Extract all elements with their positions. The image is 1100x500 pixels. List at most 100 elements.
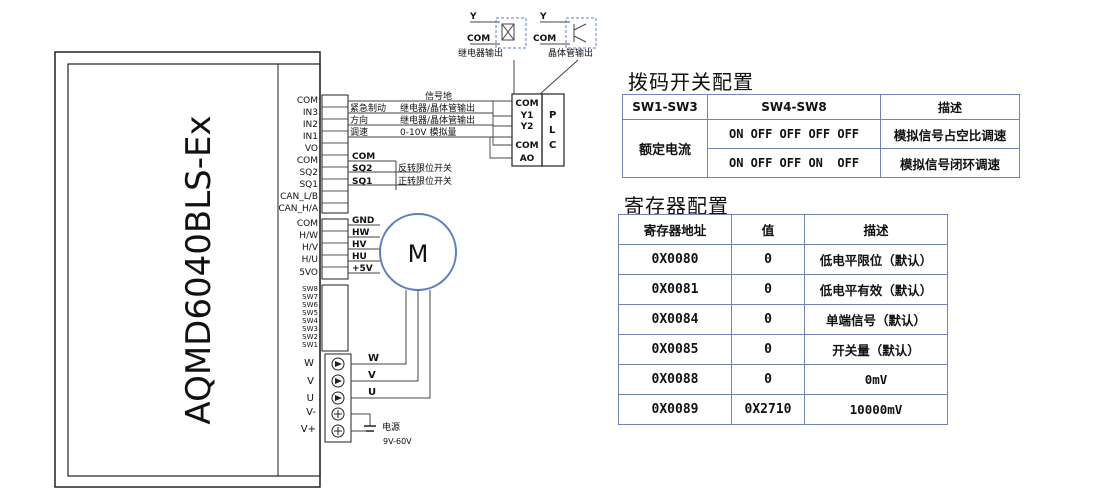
dip-row: 额定电流 ON OFF OFF OFF OFF 模拟信号占空比调速: [622, 119, 1020, 178]
pin-label: 5VO: [299, 268, 318, 278]
pin-label: SW5: [302, 309, 318, 317]
signal-ground-label: 信号地: [425, 90, 452, 102]
power-label: 电源: [382, 421, 400, 433]
power-range: 9V-60V: [383, 437, 412, 446]
hall-lines: GND HW HV HU +5V: [348, 216, 380, 274]
register-row: 0X0084 0 单端信号（默认）: [618, 304, 948, 335]
register-value: 0: [731, 364, 805, 395]
pin-label: SW3: [302, 325, 318, 333]
dip-header: 描述: [880, 94, 1020, 120]
register-addr: 0X0080: [618, 244, 732, 275]
motor: M: [379, 213, 457, 291]
register-desc: 单端信号（默认）: [804, 304, 948, 335]
register-desc: 低电平限位（默认）: [804, 244, 948, 275]
pin-label: VO: [305, 144, 318, 154]
pin-label: COM: [297, 156, 318, 166]
pin-label: CAN_L/B: [280, 192, 318, 202]
dip-row: ON OFF OFF ON OFF 模拟信号闭环调速: [623, 148, 1020, 178]
dip-sw-value: ON OFF OFF ON OFF: [707, 148, 881, 178]
limit-sq2-label: SQ2: [352, 164, 372, 174]
pin-connector-strip: [321, 94, 349, 352]
pin-label: W: [304, 358, 314, 369]
register-header: 描述: [804, 214, 948, 245]
plc-signal-lines: [348, 100, 512, 159]
pin-label: SQ1: [299, 180, 318, 190]
register-addr: 0X0081: [618, 274, 732, 305]
driver-model: AQMD6040BLS-Ex: [179, 115, 219, 424]
pin-label: H/V: [302, 243, 319, 253]
register-row: 0X0085 0 开关量（默认）: [618, 334, 948, 365]
dip-sw-value: ON OFF OFF OFF OFF: [707, 119, 881, 149]
register-value: 0: [731, 334, 805, 365]
phase-label: W: [368, 353, 379, 364]
phase-label: V: [368, 370, 376, 381]
register-value: 0: [731, 244, 805, 275]
register-addr: 0X0085: [618, 334, 732, 365]
plc-terminal: Y2: [520, 122, 534, 132]
register-value: 0X2710: [731, 394, 805, 425]
register-row: 0X0088 0 0mV: [618, 364, 948, 395]
plc-terminal: AO: [520, 154, 535, 164]
register-desc: 开关量（默认）: [804, 334, 948, 365]
driver-pins-top: COM IN3 IN2 IN1 VO COM SQ2 SQ1 CAN_L/B C…: [278, 96, 318, 214]
pin-label: V+: [301, 424, 316, 435]
pin-label: SW4: [302, 317, 318, 325]
pin-label: V: [307, 376, 314, 387]
transistor-output-sample: Y COM 晶体管输出: [533, 12, 597, 95]
plc-terminal: COM: [515, 99, 538, 109]
relay-output-label: 继电器输出: [458, 47, 503, 59]
plc-terminal: Y1: [520, 111, 534, 121]
screw-terminals: [324, 353, 352, 443]
pin-label: SW8: [302, 285, 318, 293]
register-desc: 低电平有效（默认）: [804, 274, 948, 305]
hall-label: +5V: [352, 264, 373, 274]
pin-label: V-: [306, 407, 316, 418]
pin-label: IN2: [303, 120, 318, 130]
relay-com-label: COM: [467, 34, 490, 44]
plc-terminal: COM: [515, 141, 538, 151]
transistor-com-label: COM: [533, 34, 556, 44]
driver-pins-hall: COM H/W H/V H/U 5VO: [297, 219, 319, 278]
transistor-output-label: 晶体管输出: [548, 47, 593, 59]
phase-label: U: [368, 387, 376, 398]
limit-switch-lines: COM SQ2 SQ1 反转限位开关 正转限位开关: [348, 152, 452, 190]
hall-label: HU: [352, 252, 367, 262]
signal-name: 紧急制动: [350, 102, 386, 114]
register-addr: 0X0084: [618, 304, 732, 335]
register-desc: 10000mV: [804, 394, 948, 425]
signal-type: 继电器/晶体管输出: [400, 102, 475, 114]
pin-label: CAN_H/A: [278, 204, 318, 214]
relay-y-label: Y: [469, 12, 477, 22]
limit-sq1-desc: 正转限位开关: [398, 175, 452, 187]
dip-table: SW1-SW3 SW4-SW8 描述 额定电流 ON OFF OFF OFF O…: [622, 94, 1020, 178]
dip-header: SW1-SW3: [622, 94, 708, 120]
power-supply: 电源 9V-60V: [351, 413, 412, 446]
register-header-row: 寄存器地址 值 描述: [618, 214, 948, 245]
signal-type: 0-10V 模拟量: [400, 126, 456, 138]
register-desc: 0mV: [804, 364, 948, 395]
register-addr: 0X0089: [618, 394, 732, 425]
register-row: 0X0081 0 低电平有效（默认）: [618, 274, 948, 305]
pin-label: SW1: [302, 341, 318, 349]
signal-type: 继电器/晶体管输出: [400, 114, 475, 126]
register-row: 0X0080 0 低电平限位（默认）: [618, 244, 948, 275]
hall-label: HW: [352, 228, 370, 238]
dip-header: SW4-SW8: [707, 94, 881, 120]
pin-label: COM: [297, 96, 318, 106]
register-value: 0: [731, 274, 805, 305]
dip-title: 拨码开关配置: [628, 70, 754, 94]
pin-label: U: [307, 393, 314, 404]
limit-sq1-label: SQ1: [352, 177, 372, 187]
pin-label: SW2: [302, 333, 318, 341]
dip-desc: 模拟信号占空比调速: [880, 119, 1020, 149]
driver-pins-sw: SW8 SW7 SW6 SW5 SW4 SW3 SW2 SW1: [302, 285, 318, 349]
signal-name: 调速: [350, 127, 368, 138]
pin-label: SW6: [302, 301, 318, 309]
hall-label: GND: [352, 216, 374, 226]
register-value: 0: [731, 304, 805, 335]
register-row: 0X0089 0X2710 10000mV: [618, 394, 948, 425]
driver-pins-motor: W V U V- V+: [301, 358, 317, 435]
pin-label: SQ2: [299, 168, 318, 178]
